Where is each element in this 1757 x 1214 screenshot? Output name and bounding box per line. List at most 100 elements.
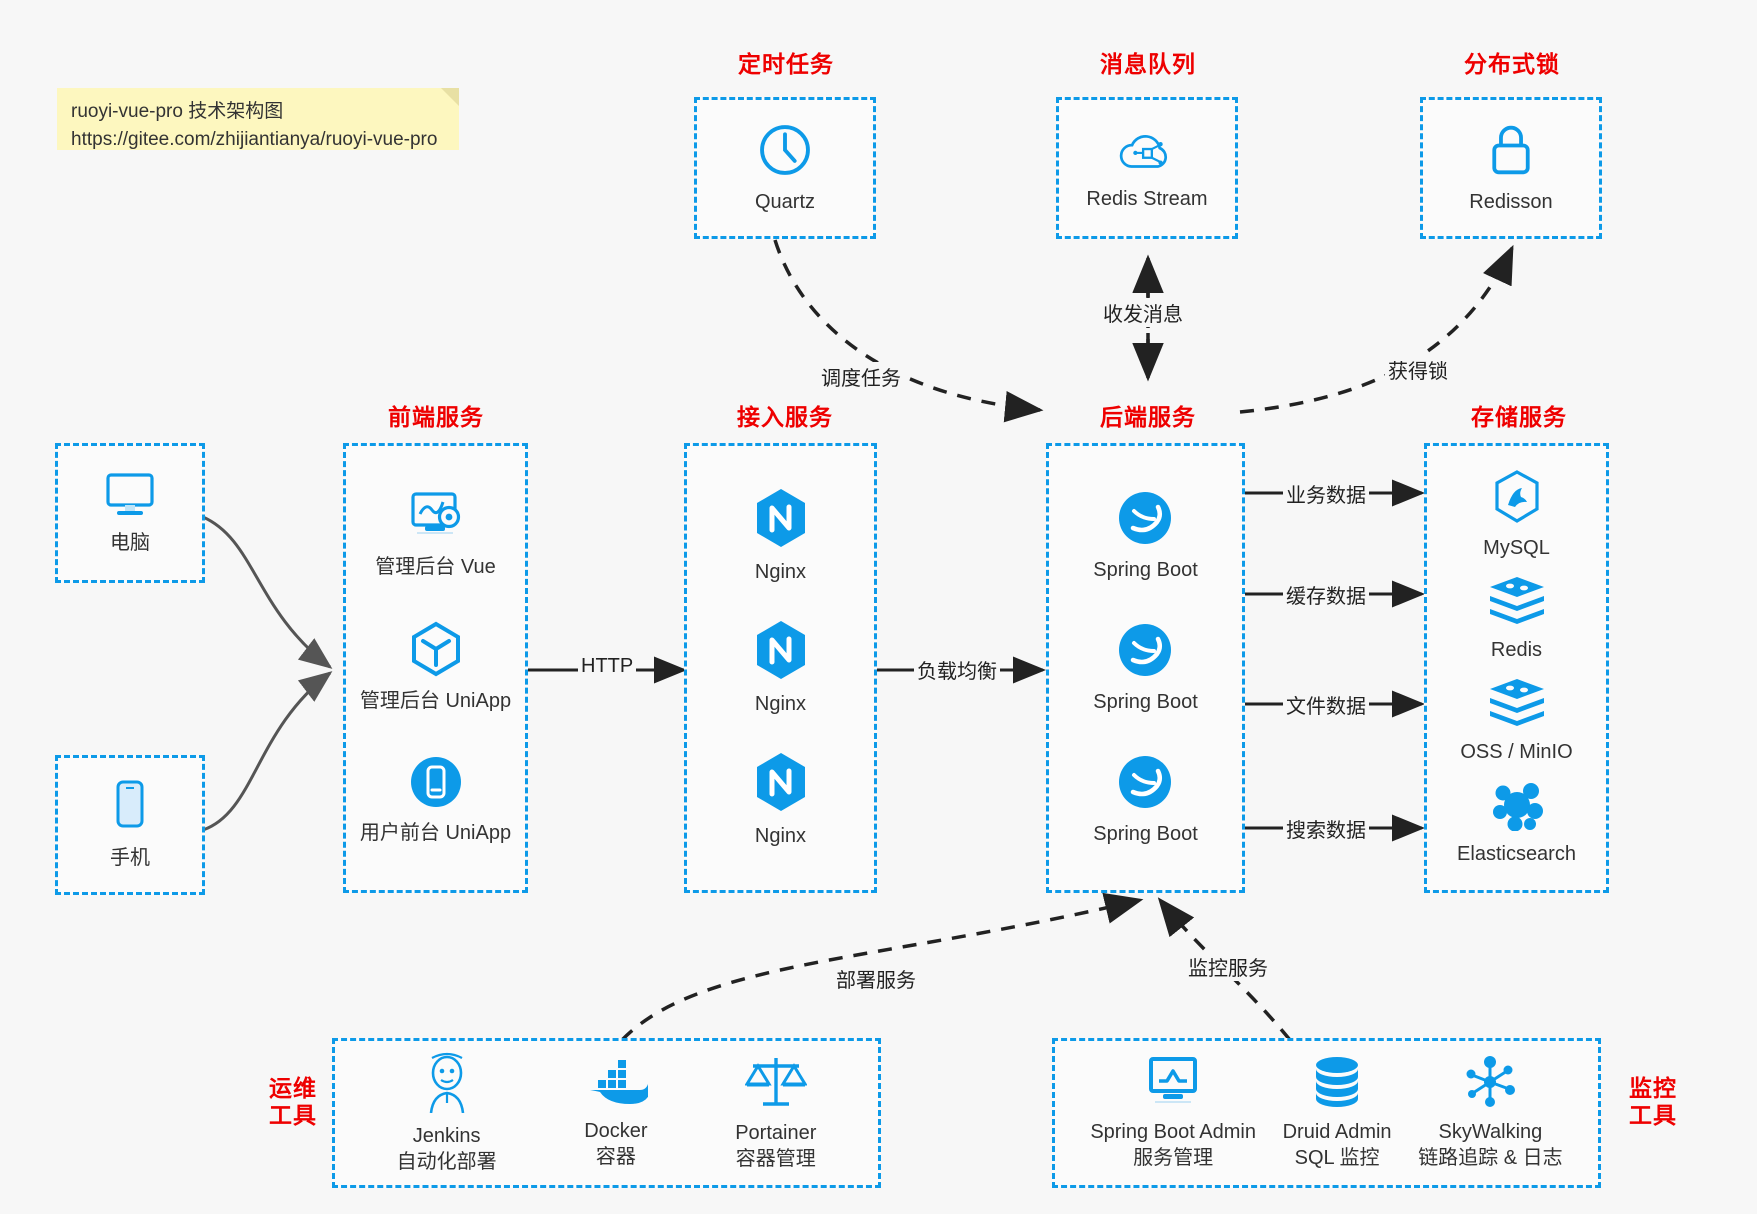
jenkins-icon: [418, 1051, 476, 1118]
node-sublabel: 自动化部署: [396, 1151, 497, 1173]
node-label: Nginx: [754, 825, 807, 847]
edge-label-schedule-task: 调度任务: [818, 362, 904, 391]
node-skywalking[interactable]: SkyWalking 链路追踪 & 日志: [1418, 1055, 1563, 1171]
mysql-icon: [1491, 469, 1543, 530]
node-nginx-2[interactable]: Nginx: [753, 619, 809, 717]
node-label: Docker: [584, 1120, 648, 1142]
title-note: ruoyi-vue-pro 技术架构图 https://gitee.com/zh…: [57, 88, 459, 150]
node-docker[interactable]: Docker 容器: [584, 1056, 651, 1170]
group-box-mq[interactable]: Redis Stream: [1056, 97, 1238, 239]
spring-icon: [1116, 621, 1174, 684]
node-quartz[interactable]: Quartz: [755, 121, 815, 215]
node-sublabel: SQL 监控: [1294, 1147, 1380, 1169]
node-mobile[interactable]: 手机: [110, 779, 150, 871]
node-elasticsearch[interactable]: Elasticsearch: [1457, 779, 1576, 867]
node-label: Elasticsearch: [1457, 843, 1576, 865]
node-sublabel: 容器: [595, 1146, 636, 1168]
node-label: Nginx: [754, 693, 807, 715]
note-line-1: ruoyi-vue-pro 技术架构图: [71, 101, 284, 122]
node-label: Jenkins: [412, 1125, 481, 1147]
node-label: Redis: [1490, 639, 1543, 661]
edge-label-business-data: 业务数据: [1283, 479, 1369, 508]
scales-icon: [744, 1054, 808, 1115]
node-spring-boot-1[interactable]: Spring Boot: [1093, 489, 1198, 583]
group-title-devops-line1: 运维: [269, 1075, 317, 1101]
node-label: Redis Stream: [1086, 188, 1208, 210]
docker-icon: [584, 1056, 651, 1113]
node-druid-admin[interactable]: Druid Admin SQL 监控: [1283, 1055, 1392, 1171]
database-icon: [1310, 1055, 1364, 1114]
node-label: Spring Boot: [1093, 823, 1198, 845]
nginx-icon: [753, 751, 809, 818]
node-label: 手机: [110, 847, 150, 869]
group-title-mq: 消息队列: [1100, 51, 1196, 77]
group-title-gateway: 接入服务: [737, 404, 833, 430]
node-admin-uniapp[interactable]: 管理后台 UniApp: [360, 620, 511, 714]
redis-icon: [1488, 575, 1546, 632]
edge-label-deploy-service: 部署服务: [833, 964, 919, 993]
group-title-monitor-line2: 工具: [1629, 1102, 1677, 1129]
mobile-app-icon: [408, 754, 464, 815]
note-line-2: https://gitee.com/zhijiantianya/ruoyi-vu…: [71, 128, 438, 150]
group-title-backend: 后端服务: [1100, 404, 1196, 430]
cloud-stream-icon: [1116, 124, 1178, 181]
group-box-schedule[interactable]: Quartz: [694, 97, 876, 239]
edge-label-file-data: 文件数据: [1283, 690, 1369, 719]
node-user-uniapp[interactable]: 用户前台 UniApp: [360, 754, 511, 846]
group-title-monitor-line1: 监控: [1629, 1075, 1677, 1101]
clock-icon: [756, 121, 814, 184]
spring-icon: [1116, 489, 1174, 552]
skywalking-icon: [1461, 1055, 1519, 1114]
nginx-icon: [753, 487, 809, 554]
node-redis[interactable]: Redis: [1488, 575, 1546, 663]
phone-icon: [110, 779, 150, 840]
node-label: 电脑: [110, 532, 150, 554]
node-spring-boot-2[interactable]: Spring Boot: [1093, 621, 1198, 715]
node-spring-boot-3[interactable]: Spring Boot: [1093, 753, 1198, 847]
node-label: Druid Admin: [1282, 1121, 1392, 1143]
node-redisson[interactable]: Redisson: [1469, 121, 1553, 215]
group-title-frontend: 前端服务: [388, 404, 484, 430]
group-title-monitor: 监控 工具: [1618, 1075, 1688, 1129]
node-label: MySQL: [1483, 537, 1550, 559]
group-box-gateway[interactable]: Nginx Nginx Nginx: [684, 443, 877, 893]
node-label: OSS / MinIO: [1460, 741, 1573, 763]
group-box-backend[interactable]: Spring Boot Spring Boot Spring Boot: [1046, 443, 1245, 893]
node-label: Redisson: [1469, 191, 1553, 213]
dashboard-icon: [407, 490, 465, 549]
node-oss-minio[interactable]: OSS / MinIO: [1460, 677, 1573, 765]
node-label: 用户前台 UniApp: [359, 822, 512, 844]
group-box-lock[interactable]: Redisson: [1420, 97, 1602, 239]
oss-icon: [1488, 677, 1546, 734]
group-box-devops[interactable]: Jenkins 自动化部署 Docker 容器: [332, 1038, 881, 1188]
group-title-storage: 存储服务: [1471, 404, 1567, 430]
node-nginx-3[interactable]: Nginx: [753, 751, 809, 849]
node-admin-vue[interactable]: 管理后台 Vue: [375, 490, 496, 580]
node-label: Spring Boot Admin: [1090, 1121, 1256, 1143]
group-box-frontend[interactable]: 管理后台 Vue 管理后台 UniApp 用户前台 UniApp: [343, 443, 528, 893]
lock-icon: [1485, 121, 1537, 184]
node-sublabel: 容器管理: [735, 1148, 816, 1170]
client-box-mobile[interactable]: 手机: [55, 755, 205, 895]
node-mysql[interactable]: MySQL: [1483, 469, 1550, 561]
edge-label-monitor-service: 监控服务: [1185, 952, 1271, 981]
node-redis-stream[interactable]: Redis Stream: [1086, 124, 1208, 212]
edge-label-acquire-lock: 获得锁: [1385, 355, 1451, 384]
group-box-monitor[interactable]: Spring Boot Admin 服务管理 Druid Admin SQL 监…: [1052, 1038, 1601, 1188]
group-title-devops: 运维 工具: [258, 1075, 328, 1129]
node-portainer[interactable]: Portainer 容器管理: [735, 1054, 816, 1172]
client-box-pc[interactable]: 电脑: [55, 443, 205, 583]
node-spring-boot-admin[interactable]: Spring Boot Admin 服务管理: [1090, 1055, 1256, 1171]
group-title-schedule: 定时任务: [738, 51, 834, 77]
node-pc[interactable]: 电脑: [102, 470, 158, 556]
node-label: 管理后台 Vue: [375, 556, 496, 578]
node-label: Spring Boot: [1093, 559, 1198, 581]
group-title-devops-line2: 工具: [269, 1102, 317, 1129]
node-nginx-1[interactable]: Nginx: [753, 487, 809, 585]
node-label: Nginx: [754, 561, 807, 583]
cube-icon: [408, 620, 464, 683]
node-jenkins[interactable]: Jenkins 自动化部署: [397, 1051, 497, 1175]
edge-label-search-data: 搜索数据: [1283, 814, 1369, 843]
group-box-storage[interactable]: MySQL Redis: [1424, 443, 1609, 893]
